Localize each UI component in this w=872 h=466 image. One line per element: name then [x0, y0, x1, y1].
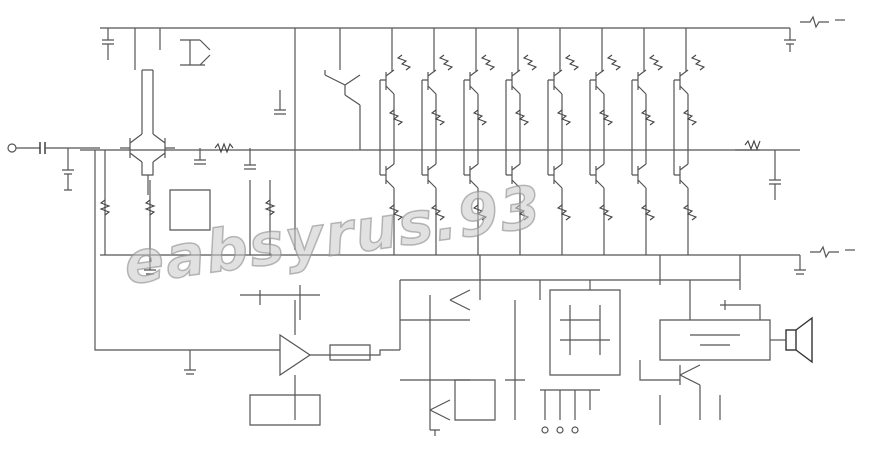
comparator-opamp — [184, 285, 400, 426]
output-relay — [639, 300, 771, 425]
emitter-resistor-top — [640, 109, 656, 126]
emitter-resistor-top — [472, 109, 488, 126]
base-resistor — [396, 54, 412, 71]
feedback-network — [194, 142, 256, 170]
emitter-resistor-top — [430, 109, 446, 126]
base-resistor — [564, 54, 580, 71]
current-mirror — [134, 28, 211, 70]
input-jack — [7, 143, 40, 153]
transistor-pair — [547, 28, 563, 255]
output-stage-8 — [673, 28, 706, 255]
transistor-pair — [463, 28, 479, 255]
negative-supply-terminal — [794, 245, 855, 275]
vas-stage — [274, 28, 361, 250]
base-resistor — [606, 54, 622, 71]
emitter-resistor-bottom — [514, 204, 530, 221]
positive-supply-terminal — [784, 15, 845, 52]
transistor-pair — [379, 28, 395, 255]
bias-network-lower — [99, 150, 276, 275]
transistor-pair — [421, 28, 437, 255]
base-resistor — [438, 54, 454, 71]
base-resistor — [522, 54, 538, 71]
base-resistor — [690, 54, 706, 71]
relay-driver — [540, 280, 621, 434]
emitter-resistor-bottom — [556, 204, 572, 221]
output-stage-2 — [421, 28, 454, 255]
output-stage-6 — [589, 28, 622, 255]
transistor-pair — [631, 28, 647, 255]
output-stage-5 — [547, 28, 580, 255]
base-resistor — [480, 54, 496, 71]
emitter-resistor-bottom — [640, 204, 656, 221]
output-stage-7 — [631, 28, 664, 255]
protection-wiring — [94, 150, 741, 351]
decoupling-capacitor-left — [102, 28, 114, 60]
input-capacitor — [39, 142, 100, 154]
transistor-pair — [589, 28, 605, 255]
output-stage-1 — [379, 28, 412, 255]
emitter-resistor-bottom — [430, 204, 446, 221]
speaker-icon — [770, 316, 813, 364]
input-bias-network — [62, 148, 74, 191]
output-network — [735, 139, 800, 200]
emitter-resistor-bottom — [388, 204, 404, 221]
output-transistor-array — [379, 28, 706, 255]
emitter-resistor-top — [514, 109, 530, 126]
transistor-pair — [673, 28, 689, 255]
emitter-resistor-top — [556, 109, 572, 126]
output-stage-4 — [505, 28, 538, 255]
emitter-resistor-bottom — [472, 204, 488, 221]
base-resistor — [648, 54, 664, 71]
emitter-resistor-bottom — [682, 204, 698, 221]
differential-pair — [120, 69, 175, 195]
emitter-resistor-top — [388, 109, 404, 126]
transistor-pair — [505, 28, 521, 255]
emitter-resistor-top — [598, 109, 614, 126]
watermark-text: eabsyrus.93 — [120, 172, 547, 298]
emitter-resistor-top — [682, 109, 698, 126]
delay-timer-section — [400, 289, 525, 436]
output-stage-3 — [463, 28, 496, 255]
emitter-resistor-bottom — [598, 204, 614, 221]
